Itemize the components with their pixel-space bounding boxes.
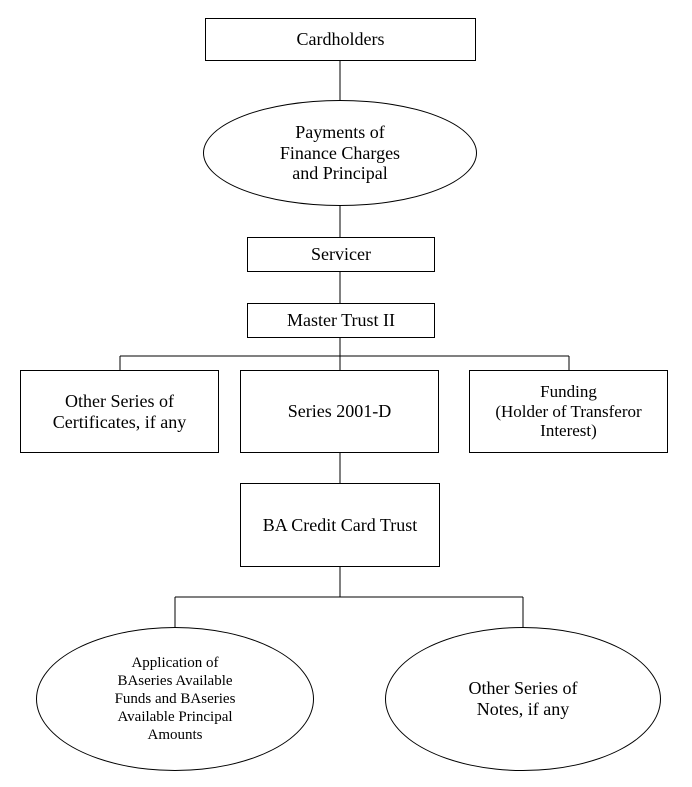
application-ellipse: Application of BAseries Available Funds … <box>36 627 314 771</box>
funding-box: Funding (Holder of Transferor Interest) <box>469 370 668 453</box>
servicer-box: Servicer <box>247 237 435 272</box>
other-certificates-box: Other Series of Certificates, if any <box>20 370 219 453</box>
payments-ellipse: Payments of Finance Charges and Principa… <box>203 100 477 206</box>
ba-credit-card-trust-box: BA Credit Card Trust <box>240 483 440 567</box>
cardholders-box: Cardholders <box>205 18 476 61</box>
series-2001d-box: Series 2001-D <box>240 370 439 453</box>
master-trust-box: Master Trust II <box>247 303 435 338</box>
other-notes-ellipse: Other Series of Notes, if any <box>385 627 661 771</box>
